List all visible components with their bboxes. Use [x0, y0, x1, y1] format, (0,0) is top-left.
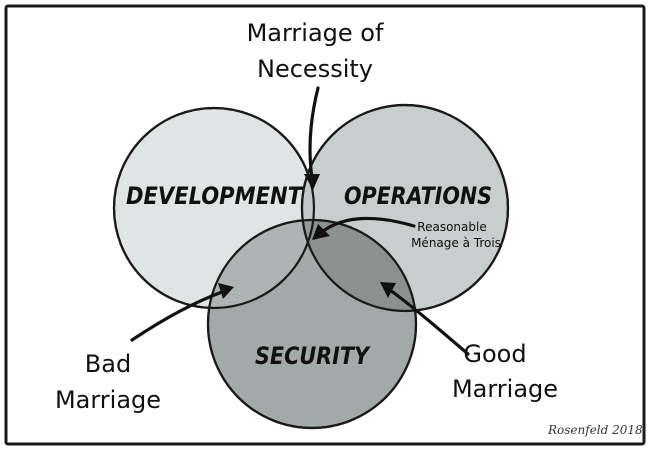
bad-label-line2: Marriage: [55, 386, 161, 414]
good-arrowhead: [380, 282, 396, 298]
necessity-arrowhead: [304, 174, 320, 190]
good-label-line2: Marriage: [452, 375, 558, 403]
bad-arrowhead: [218, 283, 234, 299]
necessity-arrow: [308, 86, 320, 180]
trois-label-line2: Ménage à Trois: [411, 236, 501, 250]
good-label-line1: Good: [463, 340, 526, 368]
trois-arrow: [320, 216, 416, 234]
security-outline: [206, 218, 418, 430]
bad-label-line1: Bad: [85, 350, 131, 378]
necessity-label-line2: Necessity: [257, 55, 373, 83]
trois-arrowhead: [312, 224, 330, 240]
development-security-overlap: [208, 220, 314, 308]
operations-label: OPERATIONS: [344, 182, 492, 210]
trois-label-line1: Reasonable: [417, 220, 486, 234]
development-label: DEVELOPMENT: [126, 182, 303, 210]
bad-arrow: [130, 290, 224, 342]
good-arrow: [388, 288, 470, 356]
security-label: SECURITY: [255, 342, 371, 370]
operations-security-overlap: [302, 220, 416, 311]
development-outline: [112, 106, 316, 310]
signature: Rosenfeld 2018: [547, 423, 643, 437]
necessity-label-line1: Marriage of: [247, 19, 384, 47]
operations-outline: [300, 103, 510, 313]
